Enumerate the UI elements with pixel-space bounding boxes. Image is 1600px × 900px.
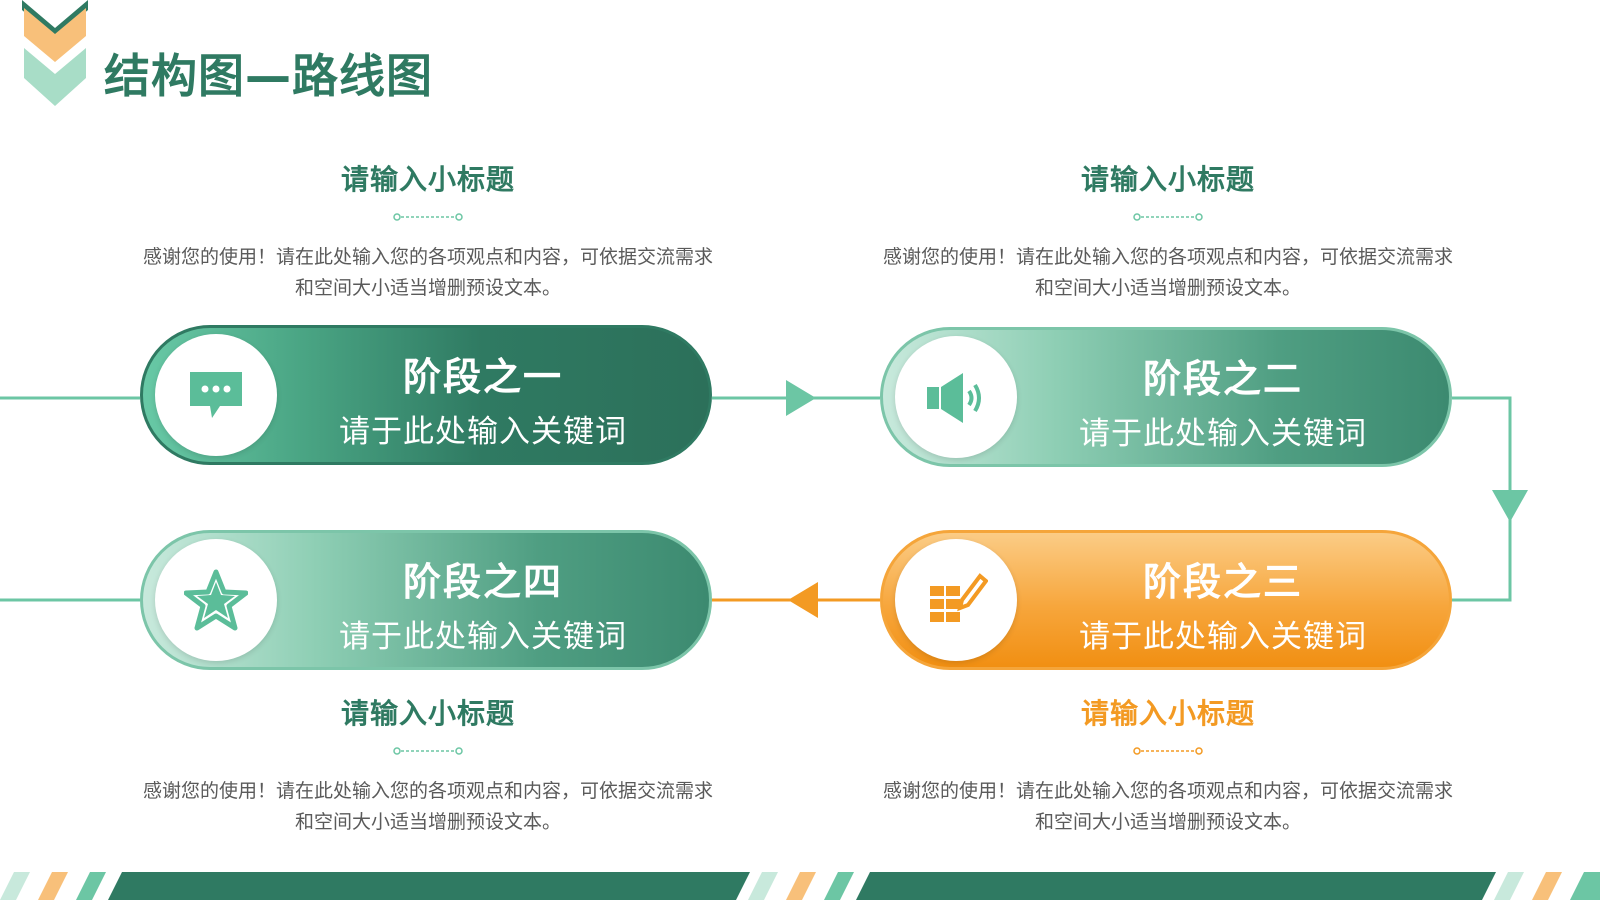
stage-2-label: 阶段之二 xyxy=(1142,357,1303,401)
dotted-divider-icon xyxy=(1133,747,1203,755)
block-2-text: 感谢您的使用！请在此处输入您的各项观点和内容，可依据交流需求和空间大小适当增删预… xyxy=(883,246,1454,299)
stage-3-keyword: 请于此处输入关键词 xyxy=(1079,619,1367,655)
text-block-1: 请输入小标题 感谢您的使用！请在此处输入您的各项观点和内容，可依据交流需求和空间… xyxy=(128,158,728,304)
block-3-subtitle: 请输入小标题 xyxy=(1080,697,1255,730)
stage-4-icon-circle xyxy=(155,539,277,661)
stage-2-keyword: 请于此处输入关键词 xyxy=(1079,416,1367,452)
dotted-divider-icon xyxy=(393,747,463,755)
stage-1-pill[interactable]: 阶段之一 请于此处输入关键词 xyxy=(140,325,712,465)
text-block-3: 请输入小标题 感谢您的使用！请在此处输入您的各项观点和内容，可依据交流需求和空间… xyxy=(868,692,1468,838)
stage-2-pill[interactable]: 阶段之二 请于此处输入关键词 xyxy=(880,327,1452,467)
speaker-icon xyxy=(927,373,981,423)
chat-bubble-icon xyxy=(190,372,242,418)
text-block-4: 请输入小标题 感谢您的使用！请在此处输入您的各项观点和内容，可依据交流需求和空间… xyxy=(128,692,728,838)
block-3-text: 感谢您的使用！请在此处输入您的各项观点和内容，可依据交流需求和空间大小适当增删预… xyxy=(883,780,1454,833)
dotted-divider-icon xyxy=(393,213,463,221)
edit-grid-icon xyxy=(930,573,988,622)
block-4-text: 感谢您的使用！请在此处输入您的各项观点和内容，可依据交流需求和空间大小适当增删预… xyxy=(143,780,714,833)
stage-2-icon-circle xyxy=(895,336,1017,458)
chevron-logo-icon xyxy=(22,0,88,106)
stage-3-label: 阶段之三 xyxy=(1142,560,1303,604)
block-2-subtitle: 请输入小标题 xyxy=(1080,163,1255,196)
text-block-2: 请输入小标题 感谢您的使用！请在此处输入您的各项观点和内容，可依据交流需求和空间… xyxy=(868,158,1468,304)
page-title: 结构图—路线图 xyxy=(104,49,433,103)
block-4-subtitle: 请输入小标题 xyxy=(340,697,515,730)
dotted-divider-icon xyxy=(1133,213,1203,221)
arrow-left-icon xyxy=(788,582,818,618)
stage-3-pill[interactable]: 阶段之三 请于此处输入关键词 xyxy=(880,530,1452,670)
stage-4-label: 阶段之四 xyxy=(402,560,563,604)
block-1-subtitle: 请输入小标题 xyxy=(340,163,515,196)
stage-1-label: 阶段之一 xyxy=(402,355,563,399)
arrow-right-icon xyxy=(786,380,816,416)
star-icon xyxy=(184,569,248,631)
stage-1-keyword: 请于此处输入关键词 xyxy=(339,414,627,450)
stage-3-icon-circle xyxy=(895,539,1017,661)
stage-4-pill[interactable]: 阶段之四 请于此处输入关键词 xyxy=(140,530,712,670)
block-1-text: 感谢您的使用！请在此处输入您的各项观点和内容，可依据交流需求和空间大小适当增删预… xyxy=(143,246,714,299)
bottom-stripe-band xyxy=(0,872,1600,900)
stage-1-icon-circle xyxy=(155,334,277,456)
arrow-down-icon xyxy=(1492,490,1528,522)
stage-4-keyword: 请于此处输入关键词 xyxy=(339,619,627,655)
